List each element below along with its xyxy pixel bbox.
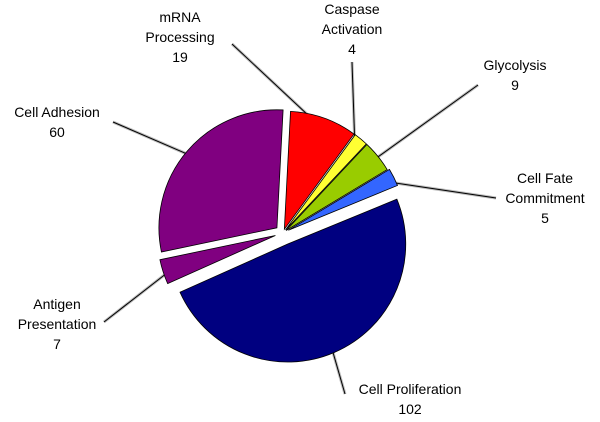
slice-name: mRNA [159, 9, 201, 25]
pie-slice-glycolysis [285, 143, 388, 231]
slice-label: Glycolysis 9 [483, 57, 546, 93]
slice-name: Cell Proliferation [359, 381, 462, 397]
leader-line [103, 268, 173, 323]
leader-line [385, 181, 497, 199]
slice-name: Caspase [324, 1, 379, 17]
pie-slices [158, 109, 407, 363]
slice-name: Cell Adhesion [14, 104, 100, 120]
slice-value: 102 [398, 401, 422, 417]
slice-name: Glycolysis [483, 57, 546, 73]
slice-value: 5 [541, 210, 549, 226]
leader-line [112, 121, 195, 158]
slice-name: Presentation [18, 316, 97, 332]
pie-slice-cell-proliferation [179, 198, 407, 363]
leader-line [370, 84, 479, 163]
slice-name: Commitment [505, 190, 584, 206]
pie-slice-mrna-processing [283, 110, 355, 231]
slice-label: Cell Adhesion 60 [14, 104, 100, 140]
pie-slice-cell-fate-commitment [288, 168, 399, 231]
slice-name: Activation [322, 21, 383, 37]
slice-value: 9 [511, 77, 519, 93]
leader-line [351, 61, 356, 147]
leader-lines [103, 42, 497, 395]
pie-slice-cell-adhesion [158, 109, 284, 253]
slice-value: 7 [53, 336, 61, 352]
slice-label: mRNA Processing 19 [145, 9, 214, 65]
slice-name: Cell Fate [517, 170, 573, 186]
pie-slice-caspase-activation [285, 134, 367, 231]
slice-name: Processing [145, 29, 214, 45]
pie-slice-antigen-presentation [159, 235, 276, 285]
slice-name: Antigen [33, 296, 80, 312]
slice-value: 4 [348, 41, 356, 57]
slice-value: 19 [172, 49, 188, 65]
slice-label: Cell Proliferation 102 [359, 381, 462, 417]
slice-value: 60 [49, 124, 65, 140]
